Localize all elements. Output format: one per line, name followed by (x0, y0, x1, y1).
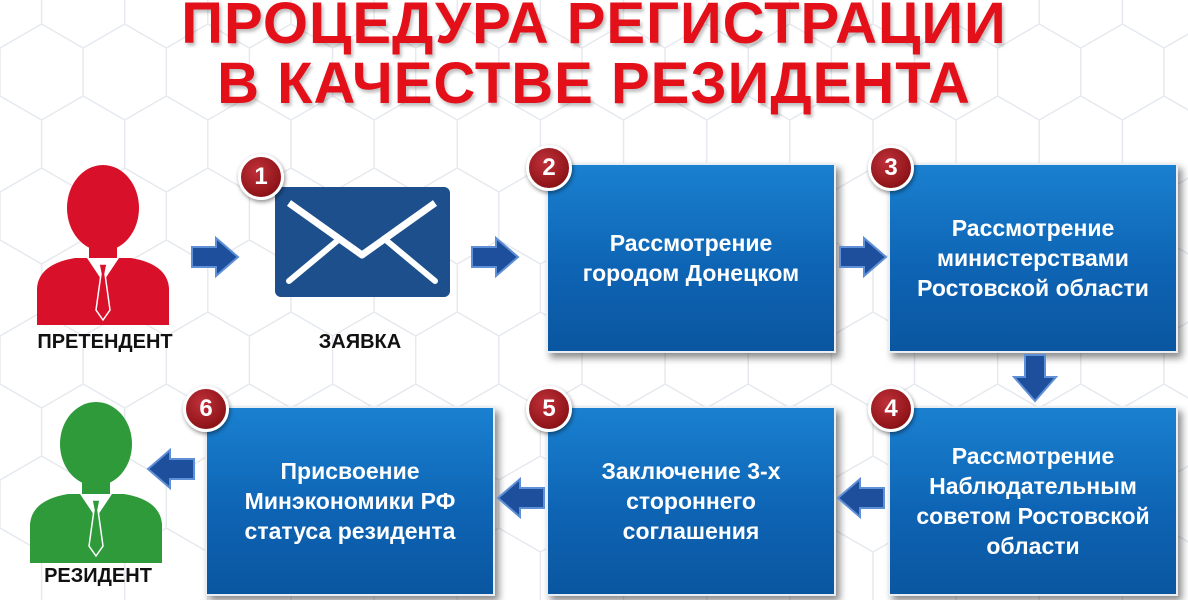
step-3-box: Рассмотрение министерствами Ростовской о… (888, 163, 1178, 353)
arrow-right-icon (471, 236, 520, 278)
arrow-left-icon (496, 477, 545, 519)
resident-person-icon (30, 402, 162, 563)
arrow-right-icon (839, 236, 888, 278)
step-5-badge: 5 (526, 386, 572, 432)
resident-label: РЕЗИДЕНТ (44, 565, 152, 587)
step-2-box: Рассмотрение городом Донецком (546, 163, 836, 353)
step-2-badge: 2 (526, 145, 572, 191)
applicant-person-icon (37, 165, 169, 325)
step-1-badge: 1 (238, 154, 284, 200)
arrow-left-icon (146, 448, 195, 490)
applicant-label: ПРЕТЕНДЕНТ (37, 331, 173, 353)
step-4-box: Рассмотрение Наблюдательным советом Рост… (888, 406, 1178, 596)
application-label: ЗАЯВКА (318, 331, 402, 353)
step-6-badge: 6 (183, 386, 229, 432)
step-4-badge: 4 (868, 386, 914, 432)
page-title-line-1: ПРОЦЕДУРА РЕГИСТРАЦИИ (181, 0, 1007, 56)
arrow-right-icon (191, 236, 240, 278)
arrow-down-icon (1012, 354, 1058, 403)
page-title-line-2: В КАЧЕСТВЕ РЕЗИДЕНТА (217, 51, 971, 116)
step-5-box: Заключение 3-х стороннего соглашения (546, 406, 836, 596)
step-6-box: Присвоение Минэкономики РФ статуса резид… (205, 406, 495, 596)
arrow-left-icon (836, 477, 885, 519)
envelope-icon (275, 187, 450, 297)
step-3-badge: 3 (868, 145, 914, 191)
